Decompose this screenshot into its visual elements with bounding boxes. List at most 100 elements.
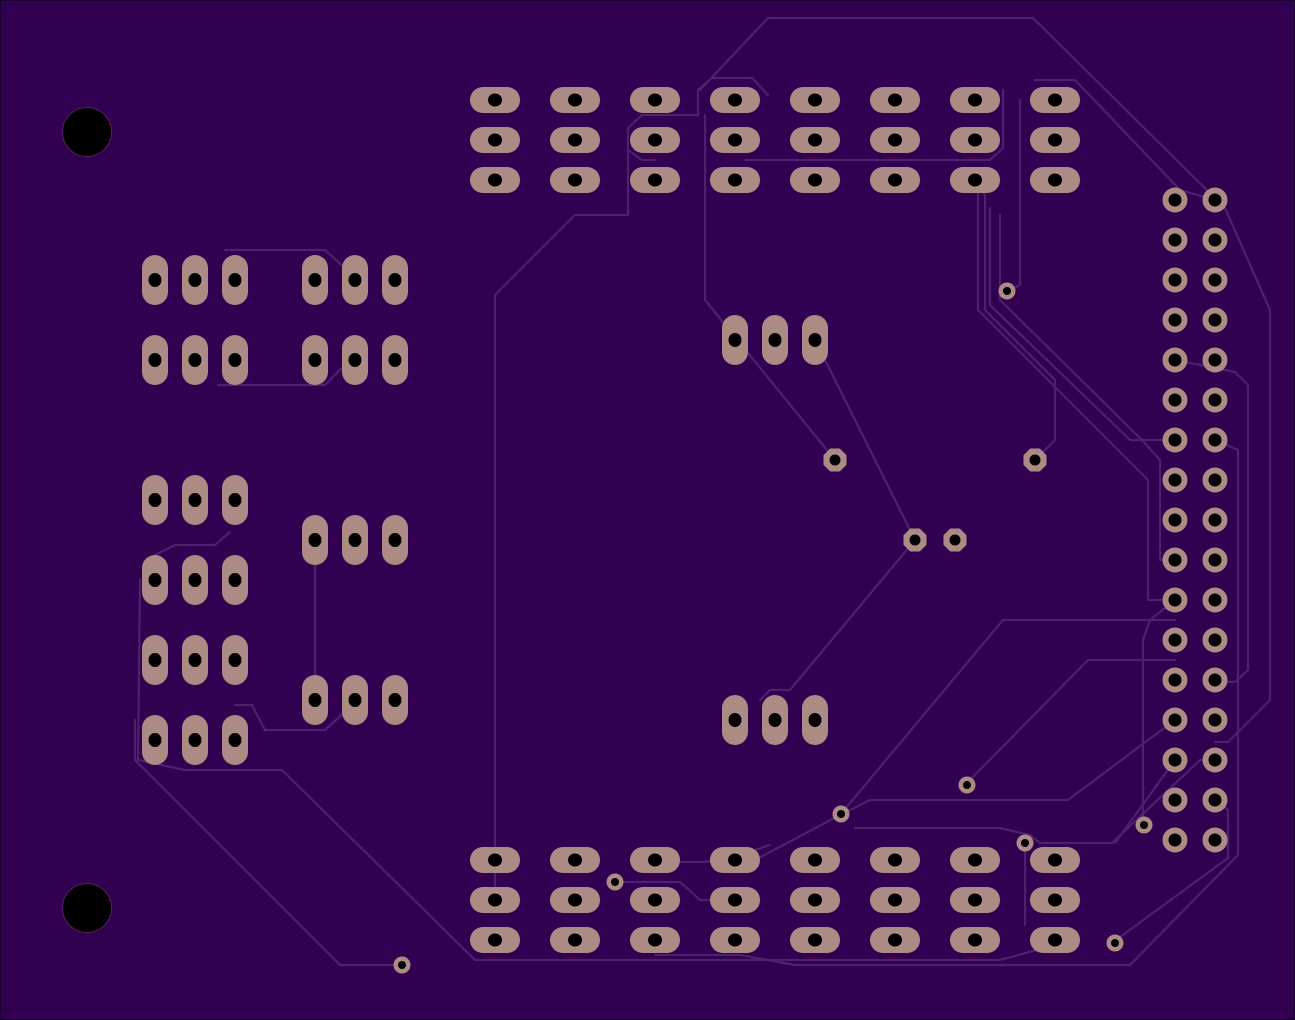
vertical-oval-pad [762,695,788,745]
trace-1 [493,76,770,862]
small-via [393,956,411,974]
vertical-oval-pad [182,255,208,305]
horizontal-oval-pad [790,927,840,953]
round-header-pad [1202,307,1228,333]
round-header-pad [1202,667,1228,693]
round-header-pad [1162,347,1188,373]
vertical-oval-pad [802,315,828,365]
trace-32 [263,710,347,732]
trace-18 [653,438,1240,967]
round-header-pad [1202,427,1228,453]
round-header-pad [1202,267,1228,293]
horizontal-oval-pad [870,927,920,953]
horizontal-oval-pad [550,87,600,113]
trace-29 [223,248,347,270]
large-via [1023,448,1047,472]
horizontal-oval-pad [870,167,920,193]
vertical-oval-pad [182,715,208,765]
trace-34 [153,530,232,557]
small-via [958,776,976,794]
round-header-pad [1202,187,1228,213]
small-via [832,805,850,823]
horizontal-oval-pad [470,927,520,953]
round-header-pad [1202,387,1228,413]
trace-36 [133,718,404,967]
trace-16 [963,658,1177,787]
vertical-oval-pad [222,475,248,525]
vertical-oval-pad [142,715,168,765]
round-header-pad [1162,787,1188,813]
vertical-oval-pad [222,635,248,685]
horizontal-oval-pad [550,847,600,873]
horizontal-oval-pad [950,87,1000,113]
horizontal-oval-pad [630,927,680,953]
mounting-hole [62,883,112,933]
round-header-pad [1162,747,1188,773]
horizontal-oval-pad [630,847,680,873]
horizontal-oval-pad [710,927,760,953]
vertical-oval-pad [222,715,248,765]
vertical-oval-pad [182,475,208,525]
horizontal-oval-pad [550,127,600,153]
vertical-oval-pad [382,255,408,305]
vertical-oval-pad [722,695,748,745]
horizontal-oval-pad [630,127,680,153]
round-header-pad [1162,547,1188,573]
horizontal-oval-pad [710,127,760,153]
horizontal-oval-pad [550,927,600,953]
horizontal-oval-pad [790,847,840,873]
horizontal-oval-pad [950,887,1000,913]
vertical-oval-pad [222,555,248,605]
trace-13 [813,338,917,542]
trace-5 [743,88,1005,162]
trace-28 [753,813,842,862]
round-header-pad [1202,827,1228,853]
round-header-pad [1202,507,1228,533]
round-header-pad [1162,827,1188,853]
large-via [903,528,927,552]
vertical-oval-pad [182,555,208,605]
horizontal-oval-pad [1030,887,1080,913]
vertical-oval-pad [802,695,828,745]
horizontal-oval-pad [470,167,520,193]
vertical-oval-pad [722,315,748,365]
horizontal-oval-pad [950,167,1000,193]
horizontal-oval-pad [870,127,920,153]
horizontal-oval-pad [1030,87,1080,113]
trace-10 [988,206,1177,442]
horizontal-oval-pad [870,87,920,113]
horizontal-oval-pad [710,847,760,873]
trace-22 [838,718,1177,817]
horizontal-oval-pad [950,927,1000,953]
horizontal-oval-pad [470,127,520,153]
round-header-pad [1162,467,1188,493]
horizontal-oval-pad [710,87,760,113]
round-header-pad [1202,747,1228,773]
round-header-pad [1202,787,1228,813]
horizontal-oval-pad [870,847,920,873]
vertical-oval-pad [342,335,368,385]
horizontal-oval-pad [550,887,600,913]
horizontal-oval-pad [470,847,520,873]
trace-7 [1033,78,1217,202]
pad-group [142,87,1228,953]
round-header-pad [1162,507,1188,533]
vertical-oval-pad [342,255,368,305]
horizontal-oval-pad [710,887,760,913]
vertical-oval-pad [182,635,208,685]
trace-19 [1141,598,1177,827]
mounting-hole-group [62,107,112,933]
round-header-pad [1162,187,1188,213]
vertical-oval-pad [142,335,168,385]
round-header-pad [1162,307,1188,333]
horizontal-oval-pad [1030,847,1080,873]
horizontal-oval-pad [470,887,520,913]
vertical-oval-pad [142,555,168,605]
horizontal-oval-pad [470,87,520,113]
large-via [823,448,847,472]
trace-4 [703,113,837,462]
horizontal-oval-pad [630,167,680,193]
round-header-pad [1202,467,1228,493]
mounting-hole [62,107,112,157]
